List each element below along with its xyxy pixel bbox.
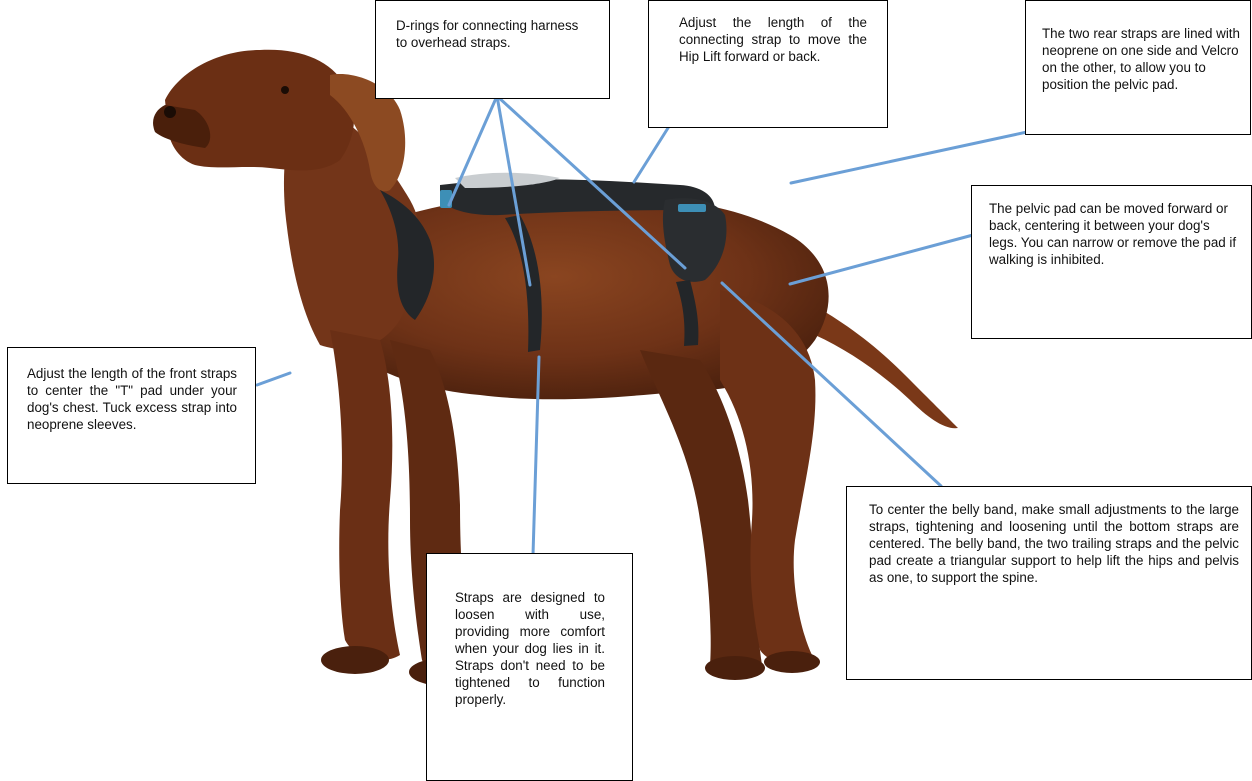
callout-rear-straps-text: The two rear straps are lined with neopr… (1042, 26, 1240, 92)
callout-d-rings-text: D-rings for connecting harness to overhe… (396, 18, 578, 50)
callout-straps-loosen-text: Straps are designed to loosen with use, … (455, 590, 605, 707)
callout-rear-straps: The two rear straps are lined with neopr… (1025, 0, 1251, 135)
callout-pelvic-pad-text: The pelvic pad can be moved forward or b… (989, 201, 1236, 267)
callout-pelvic-pad: The pelvic pad can be moved forward or b… (971, 185, 1252, 339)
callout-front-straps-text: Adjust the length of the front straps to… (27, 366, 237, 432)
callout-belly-band: To center the belly band, make small adj… (846, 486, 1252, 680)
callout-d-rings: D-rings for connecting harness to overhe… (375, 0, 610, 99)
callout-connecting-strap-text: Adjust the length of the connecting stra… (679, 15, 867, 64)
callout-straps-loosen: Straps are designed to loosen with use, … (426, 553, 633, 781)
callout-belly-band-text: To center the belly band, make small adj… (869, 502, 1239, 585)
callout-front-straps: Adjust the length of the front straps to… (7, 347, 256, 484)
callout-connecting-strap: Adjust the length of the connecting stra… (648, 0, 888, 128)
